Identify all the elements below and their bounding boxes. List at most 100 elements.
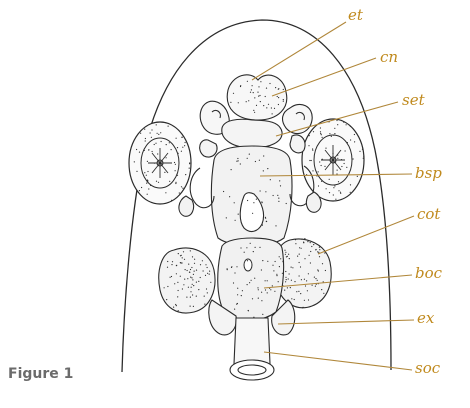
- stipple-dot: [301, 307, 304, 309]
- stipple-dot: [207, 272, 209, 274]
- stipple-dot: [259, 101, 261, 103]
- stipple-dot: [312, 149, 314, 151]
- stipple-dot: [180, 262, 182, 264]
- stipple-dot: [263, 155, 265, 157]
- stipple-dot: [334, 185, 336, 187]
- stipple-dot: [178, 192, 180, 194]
- stipple-dot: [189, 296, 191, 298]
- stipple-dot: [153, 143, 155, 146]
- stipple-dot: [165, 157, 167, 159]
- stipple-dot: [317, 251, 319, 253]
- stipple-dot: [190, 286, 192, 288]
- stipple-dot: [288, 253, 290, 255]
- stipple-dot: [184, 278, 186, 280]
- stipple-dot: [176, 147, 179, 149]
- stipple-dot: [319, 127, 321, 129]
- stipple-dot: [294, 281, 296, 283]
- stipple-dot: [195, 295, 197, 297]
- leader-soc: [263, 351, 413, 371]
- stipple-dot: [191, 277, 193, 279]
- stipple-dot: [169, 180, 171, 182]
- stipple-dot: [186, 269, 188, 272]
- stipple-dot: [308, 135, 310, 137]
- stipple-dot: [255, 104, 258, 106]
- stipple-dot: [170, 149, 172, 151]
- stipple-dot: [202, 270, 204, 272]
- stipple-dot: [237, 287, 239, 289]
- stipple-dot: [298, 275, 300, 277]
- stipple-dot: [257, 287, 259, 289]
- stipple-dot: [264, 289, 267, 291]
- stipple-dot: [177, 296, 179, 298]
- stipple-texture: [133, 80, 365, 318]
- stipple-dot: [241, 290, 243, 292]
- stipple-dot: [290, 266, 292, 268]
- supraoccipital-tube: [229, 317, 275, 381]
- stipple-dot: [171, 199, 173, 201]
- labels: et cn set bsp cot boc ex soc: [348, 6, 443, 377]
- stipple-dot: [251, 85, 253, 87]
- stipple-dot: [273, 107, 276, 109]
- stipple-dot: [361, 148, 364, 150]
- stipple-dot: [253, 109, 255, 111]
- stipple-dot: [193, 270, 195, 272]
- stipple-dot: [237, 157, 239, 160]
- stipple-dot: [277, 194, 279, 196]
- stipple-dot: [306, 280, 308, 282]
- stipple-dot: [356, 175, 358, 177]
- stipple-dot: [230, 101, 232, 103]
- stipple-dot: [271, 113, 273, 115]
- stipple-dot: [319, 249, 321, 251]
- stipple-dot: [337, 181, 340, 183]
- stipple-dot: [156, 132, 158, 134]
- stipple-dot: [226, 269, 228, 271]
- stipple-dot: [157, 181, 160, 183]
- sphenethmoid-region: [199, 118, 306, 158]
- stipple-dot: [276, 273, 278, 275]
- stipple-dot: [190, 276, 192, 278]
- stipple-dot: [180, 186, 183, 188]
- stipple-dot: [165, 144, 167, 146]
- stipple-dot: [158, 133, 160, 135]
- stipple-dot: [307, 241, 309, 243]
- stipple-dot: [332, 152, 334, 154]
- stipple-dot: [141, 186, 143, 189]
- stipple-dot: [261, 201, 263, 203]
- stipple-dot: [175, 137, 177, 139]
- stipple-dot: [181, 136, 183, 138]
- stipple-dot: [257, 289, 259, 291]
- stipple-dot: [317, 269, 319, 271]
- stipple-dot: [193, 285, 195, 287]
- stipple-dot: [320, 133, 322, 135]
- stipple-dot: [314, 285, 316, 287]
- stipple-dot: [308, 145, 310, 147]
- stipple-dot: [240, 295, 242, 297]
- stipple-dot: [252, 251, 254, 253]
- stipple-dot: [313, 276, 315, 278]
- stipple-dot: [181, 262, 183, 264]
- stipple-dot: [333, 134, 335, 136]
- stipple-dot: [181, 257, 183, 259]
- stipple-dot: [254, 97, 256, 99]
- stipple-dot: [187, 278, 189, 280]
- stipple-dot: [321, 158, 323, 160]
- stipple-dot: [136, 170, 138, 172]
- stipple-dot: [257, 297, 259, 299]
- leader-cn: [271, 57, 377, 97]
- stipple-dot: [262, 313, 264, 315]
- stipple-dot: [236, 303, 238, 305]
- stipple-dot: [144, 140, 146, 142]
- stipple-dot: [223, 190, 225, 193]
- stipple-dot: [192, 305, 194, 307]
- leader-set: [275, 101, 399, 137]
- stipple-dot: [260, 81, 262, 83]
- head-outline: [121, 19, 392, 373]
- stipple-dot: [280, 258, 282, 260]
- stipple-dot: [309, 262, 311, 264]
- stipple-dot: [284, 289, 286, 291]
- stipple-dot: [298, 290, 300, 292]
- stipple-dot: [300, 293, 302, 295]
- stipple-dot: [185, 174, 187, 176]
- stipple-dot: [323, 292, 325, 294]
- stipple-dot: [248, 100, 250, 102]
